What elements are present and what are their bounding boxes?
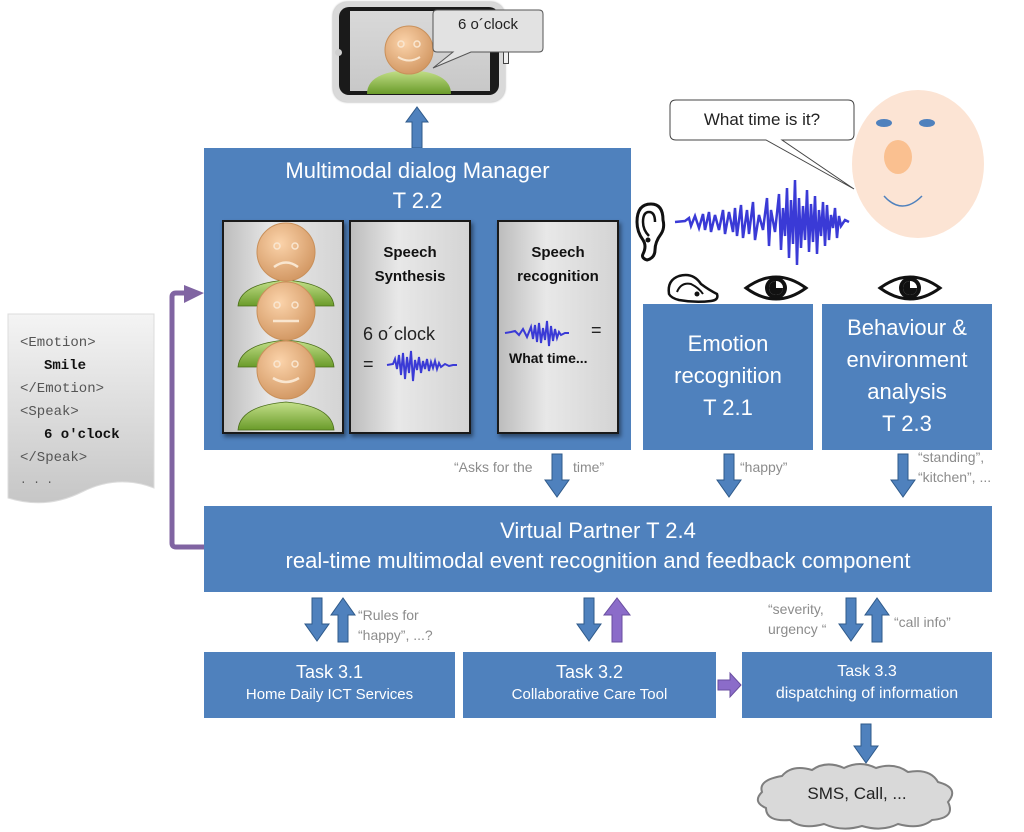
- avatar-smiling-icon: [367, 25, 451, 94]
- virtual-partner-title: Virtual Partner T 2.4: [500, 518, 696, 543]
- emotion-recognition-line1: Emotion: [687, 331, 769, 356]
- task-3-1-title: Task 3.1: [295, 662, 364, 682]
- nose-icon: [667, 273, 719, 304]
- behaviour-analysis-line3: analysis: [867, 379, 947, 404]
- arrow-up-to-tablet: [405, 106, 429, 149]
- tablet-device: 6 o´clock: [333, 2, 544, 102]
- user-speech-text: What time is it?: [703, 110, 821, 129]
- eye-icon-emotion: [743, 275, 809, 301]
- tablet-speech-text: 6 o´clock: [457, 16, 519, 33]
- arrow-down-emotion-to-vp: [716, 453, 742, 498]
- annotation-kitchen: “kitchen”, ...: [918, 469, 992, 485]
- dialog-manager-title: Multimodal dialog Manager: [285, 158, 550, 183]
- task-3-2-subtitle: Collaborative Care Tool: [511, 686, 668, 703]
- task-3-2-box: Task 3.2 Collaborative Care Tool: [463, 652, 716, 718]
- user-face-icon: [852, 90, 984, 238]
- arrow-down-vp-to-task33: [838, 597, 864, 642]
- markup-line: <Speak>: [20, 404, 79, 420]
- speech-synthesis-title-1: Speech: [383, 244, 437, 261]
- avatar-happy-icon: [237, 340, 335, 431]
- arrow-down-vp-to-task31: [304, 597, 330, 642]
- annotation-asks-for-time-2: time”: [573, 459, 605, 475]
- annotation-rules-2: “happy”, ...?: [358, 627, 433, 643]
- tablet-speech-bubble-shape: [432, 9, 544, 69]
- task-3-3-box: Task 3.3 dispatching of information: [742, 652, 992, 718]
- markup-line: </Emotion>: [20, 381, 105, 397]
- speech-recognition-title-1: Speech: [531, 244, 585, 261]
- annotation-severity-1: “severity,: [768, 601, 824, 617]
- speech-recognition-panel: Speech recognition = What time...: [497, 220, 619, 434]
- task-3-1-subtitle: Home Daily ICT Services: [245, 686, 414, 703]
- arrow-up-task31-to-vp: [330, 597, 356, 643]
- arrow-down-dialog-to-vp: [544, 453, 570, 498]
- markup-line: </Speak>: [20, 450, 88, 466]
- markup-document-text: <Emotion> Smile </Emotion> <Speak> 6 o'c…: [20, 332, 120, 493]
- dialog-manager-task: T 2.2: [392, 188, 443, 213]
- annotation-happy: “happy”: [740, 459, 788, 475]
- markup-line: 6 o'clock: [44, 427, 120, 443]
- eye-icon-behaviour: [877, 275, 943, 301]
- output-cloud-shape: [756, 763, 954, 830]
- speech-recognition-text: What time...: [509, 350, 588, 366]
- speech-synthesis-text: 6 o´clock: [363, 324, 436, 344]
- arrow-down-task33-to-cloud: [853, 723, 879, 764]
- ear-icon: [635, 202, 666, 262]
- arrow-up-task33-to-vp: [864, 597, 890, 643]
- speech-recognition-equals: =: [591, 320, 602, 340]
- annotation-standing: “standing”,: [918, 449, 985, 465]
- markup-line: <Emotion>: [20, 335, 96, 351]
- speech-synthesis-panel: Speech Synthesis 6 o´clock =: [349, 220, 471, 434]
- task-3-3-title: Task 3.3: [837, 663, 897, 680]
- annotation-severity-2: urgency “: [768, 621, 827, 637]
- avatars-emotions: [237, 222, 335, 431]
- speech-synthesis-title-2: Synthesis: [374, 268, 446, 285]
- task-3-3-subtitle: dispatching of information: [775, 685, 959, 702]
- emotion-recognition-task: T 2.1: [703, 395, 753, 420]
- arrow-right-task32-to-task33: [717, 671, 742, 699]
- synthesis-waveform-icon: [386, 350, 457, 382]
- feedback-loop-arrow: [169, 285, 204, 550]
- task-3-1-box: Task 3.1 Home Daily ICT Services: [204, 652, 455, 718]
- markup-line: . . .: [20, 475, 54, 487]
- annotation-rules-1: “Rules for: [358, 607, 419, 623]
- recognition-waveform-icon: [504, 320, 569, 347]
- virtual-partner-box: Virtual Partner T 2.4 real-time multimod…: [204, 506, 992, 592]
- arrow-up-task32-to-vp: [602, 597, 632, 643]
- annotation-asks-for-time-1: “Asks for the: [454, 459, 533, 475]
- arrow-down-vp-to-task32: [576, 597, 602, 642]
- output-cloud-text: SMS, Call, ...: [807, 784, 907, 803]
- tablet-home-button: [335, 49, 342, 56]
- speech-recognition-title-2: recognition: [517, 268, 599, 285]
- emotion-recognition-line2: recognition: [674, 363, 782, 388]
- markup-document-shape: [7, 313, 155, 504]
- task-3-2-title: Task 3.2: [555, 662, 624, 682]
- virtual-partner-subtitle: real-time multimodal event recognition a…: [285, 548, 911, 573]
- user-speech-bubble-shape: [669, 99, 855, 190]
- behaviour-analysis-line2: environment: [846, 347, 968, 372]
- speech-synthesis-equals: =: [363, 354, 374, 374]
- markup-line: Smile: [44, 358, 87, 374]
- behaviour-analysis-box: Behaviour & environment analysis T 2.3: [822, 304, 992, 450]
- annotation-call-info: “call info”: [894, 614, 951, 630]
- behaviour-analysis-line1: Behaviour &: [847, 315, 967, 340]
- arrow-down-behaviour-to-vp: [890, 453, 916, 498]
- emotion-recognition-box: Emotion recognition T 2.1: [643, 304, 813, 450]
- behaviour-analysis-task: T 2.3: [882, 411, 932, 436]
- voice-waveform-icon: [674, 179, 850, 266]
